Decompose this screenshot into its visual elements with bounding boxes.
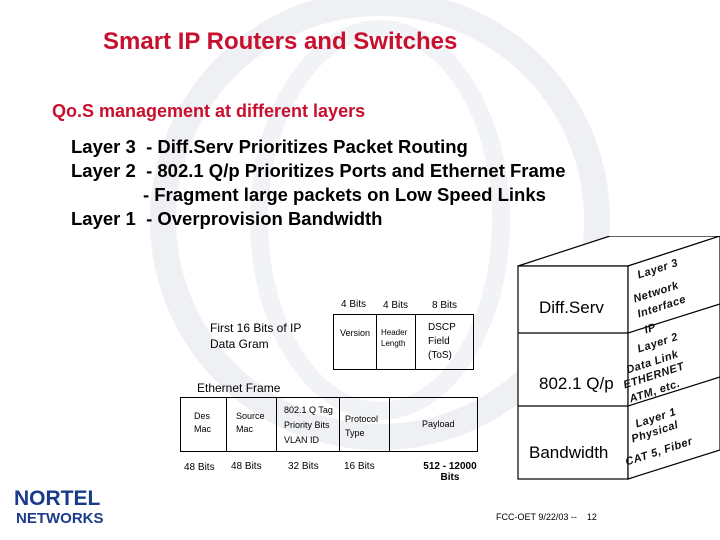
- ip-field-header-length-label: Header Length: [381, 328, 408, 348]
- ip-bits-label-1: 4 Bits: [341, 299, 367, 310]
- cube-label-bandwidth: Bandwidth: [529, 443, 609, 462]
- nortel-logo-mark: NORTEL NETWORKS: [14, 487, 104, 527]
- layer-cube: [517, 236, 720, 480]
- ip-field-version: Version: [333, 314, 377, 370]
- slide-subtitle: Qo.S management at different layers: [52, 101, 366, 121]
- eth-field-payload: Payload: [422, 419, 455, 429]
- nortel-logo: NORTEL NETWORKS: [14, 487, 154, 532]
- ip-field-dscp: DSCP Field (ToS): [415, 314, 474, 370]
- ip-bits-label-2: 4 Bits: [383, 300, 409, 311]
- slide-title: Smart IP Routers and Switches: [103, 28, 458, 55]
- eth-field-source-mac: Source Mac: [236, 411, 265, 434]
- eth-divider-4: [389, 397, 390, 452]
- eth-divider-1: [226, 397, 227, 452]
- eth-divider-2: [276, 397, 277, 452]
- eth-bits-protocol: 16 Bits: [344, 461, 375, 472]
- ip-field-version-label: Version: [340, 328, 371, 338]
- layer-line-1: Layer 3 - Diff.Serv Prioritizes Packet R…: [71, 136, 468, 157]
- ethernet-frame-box: [180, 397, 478, 452]
- logo-line2: NETWORKS: [16, 510, 104, 527]
- layer-line-3: - Fragment large packets on Low Speed Li…: [71, 184, 546, 205]
- eth-bits-tag: 32 Bits: [288, 461, 319, 472]
- cube-front-face: [517, 265, 629, 480]
- eth-field-8021q: 802.1 Q Tag Priority Bits VLAN ID: [284, 405, 333, 445]
- eth-bits-source: 48 Bits: [231, 461, 262, 472]
- ip-field-dscp-label: DSCP Field (ToS): [428, 322, 456, 361]
- ip-field-header-length: Header Length: [376, 314, 416, 370]
- cube-label-8021qp: 802.1 Q/p: [539, 374, 614, 393]
- eth-bits-payload: 512 - 12000 Bits: [423, 461, 477, 483]
- eth-field-protocol: Protocol Type: [345, 414, 379, 438]
- layer-line-4: Layer 1 - Overprovision Bandwidth: [71, 208, 383, 229]
- slide-footer: FCC-OET 9/22/03 -- 12: [496, 512, 597, 522]
- logo-line1: NORTEL: [14, 487, 101, 510]
- cube-side-face: [627, 236, 720, 480]
- eth-field-des-mac: Des Mac: [194, 411, 212, 434]
- cube-label-diffserv: Diff.Serv: [539, 298, 604, 317]
- ethernet-frame-label: Ethernet Frame: [197, 381, 281, 395]
- ip-header-label: First 16 Bits of IP Data Gram: [210, 321, 302, 351]
- eth-divider-3: [339, 397, 340, 452]
- ip-bits-label-3: 8 Bits: [432, 300, 458, 311]
- eth-bits-des: 48 Bits: [184, 462, 215, 473]
- layer-line-2: Layer 2 - 802.1 Q/p Prioritizes Ports an…: [71, 160, 566, 181]
